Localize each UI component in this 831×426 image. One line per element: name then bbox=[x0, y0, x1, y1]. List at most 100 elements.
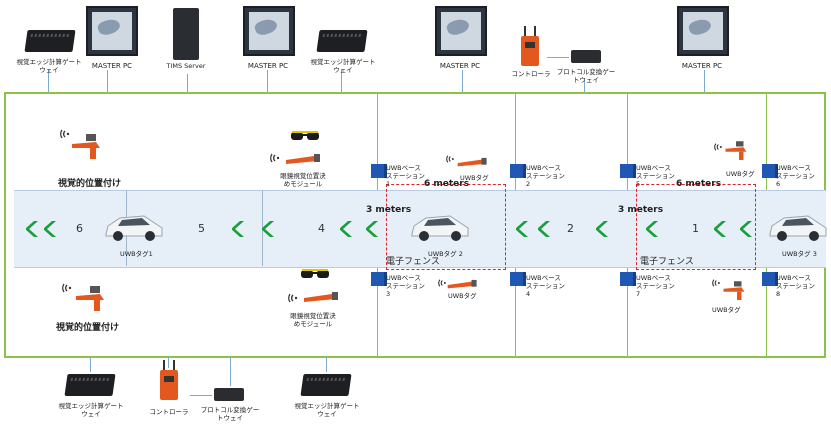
controller-label: コントローラ bbox=[511, 70, 551, 78]
edge-gateway-icon bbox=[24, 30, 76, 52]
connector bbox=[187, 74, 188, 92]
electronic-fence bbox=[386, 184, 506, 270]
wifi-icon bbox=[270, 153, 280, 163]
torque-tool-icon bbox=[447, 279, 477, 289]
connector bbox=[326, 358, 327, 372]
uwb-base-station-icon bbox=[620, 164, 636, 178]
connector bbox=[704, 70, 705, 92]
uwb-tag-label: UWBタグ bbox=[726, 170, 755, 178]
master-pc-icon bbox=[243, 6, 295, 56]
base-station-label: UWBベースステーション 6 bbox=[776, 164, 815, 188]
torque-tool-icon bbox=[76, 286, 104, 311]
edge-gateway-icon bbox=[316, 30, 368, 52]
flow-chevron-icon bbox=[714, 221, 726, 237]
flow-chevron-icon bbox=[26, 221, 38, 237]
edge-gateway-label: 視覚エッジ計算ゲートウェイ bbox=[16, 58, 82, 74]
torque-tool-icon bbox=[286, 154, 320, 164]
protocol-gateway-label: プロトコル変換ゲートウェイ bbox=[200, 406, 260, 422]
controller-label: コントローラ bbox=[149, 408, 189, 416]
distance-label: 3 meters bbox=[618, 205, 664, 215]
distance-label: 6 meters bbox=[676, 179, 722, 189]
connector bbox=[584, 80, 585, 92]
uwb-tag-label: UWBタグ 3 bbox=[782, 250, 817, 258]
distance-label: 3 meters bbox=[366, 205, 412, 215]
wifi-icon bbox=[712, 279, 720, 287]
torque-tool-icon bbox=[725, 141, 747, 160]
connector bbox=[341, 70, 342, 92]
base-station-label: UWBベースステーション 7 bbox=[636, 274, 675, 298]
torque-tool-icon bbox=[72, 134, 100, 159]
protocol-gateway-icon bbox=[214, 388, 244, 401]
uwb-tag-label: UWBタグ bbox=[712, 306, 741, 314]
car-icon bbox=[769, 215, 827, 241]
master-pc-label: MASTER PC bbox=[681, 62, 723, 70]
protocol-gateway-label: プロトコル変換ゲートウェイ bbox=[556, 68, 616, 84]
wifi-icon bbox=[714, 143, 722, 151]
station-number: 2 bbox=[567, 222, 574, 235]
connector bbox=[168, 358, 169, 368]
wifi-icon bbox=[288, 293, 298, 303]
flow-chevron-icon bbox=[44, 221, 56, 237]
uwb-base-station-icon bbox=[620, 272, 636, 286]
wifi-icon bbox=[438, 279, 446, 287]
tms-server-label: TIMS Server bbox=[166, 62, 206, 70]
glasses-module-label: 眼鏡視覚位置決めモジュール bbox=[290, 312, 336, 328]
connector bbox=[230, 358, 231, 386]
car-icon bbox=[411, 215, 469, 241]
torque-tool-icon bbox=[723, 281, 745, 300]
protocol-gateway-icon bbox=[571, 50, 601, 63]
wifi-icon bbox=[60, 129, 70, 139]
fence-label: 電子フェンス bbox=[640, 257, 694, 267]
uwb-base-station-icon bbox=[762, 164, 778, 178]
flow-chevron-icon bbox=[516, 221, 528, 237]
uwb-base-station-icon bbox=[510, 164, 526, 178]
uwb-base-station-icon bbox=[371, 164, 387, 178]
flow-chevron-icon bbox=[538, 221, 550, 237]
wifi-icon bbox=[446, 155, 454, 163]
uwb-tag-label: UWBタグ bbox=[448, 292, 477, 300]
uwb-base-station-icon bbox=[762, 272, 778, 286]
flow-chevron-icon bbox=[366, 221, 378, 237]
station-number: 4 bbox=[318, 222, 325, 235]
connector bbox=[90, 358, 91, 372]
flow-chevron-icon bbox=[740, 221, 752, 237]
station-number: 1 bbox=[692, 222, 699, 235]
fence-label: 電子フェンス bbox=[386, 257, 440, 267]
flow-chevron-icon bbox=[262, 221, 274, 237]
server-tower-icon bbox=[173, 8, 199, 60]
torque-tool-icon bbox=[457, 157, 487, 167]
station-number: 5 bbox=[198, 222, 205, 235]
flow-chevron-icon bbox=[596, 221, 608, 237]
visual-positioning-label: 視覚的位置付け bbox=[58, 179, 122, 189]
controller-icon bbox=[160, 360, 178, 400]
master-pc-icon bbox=[677, 6, 729, 56]
torque-tool-icon bbox=[304, 292, 338, 302]
edge-gateway-label: 視覚エッジ計算ゲートウェイ bbox=[310, 58, 376, 74]
electronic-fence bbox=[636, 184, 756, 270]
connector bbox=[107, 70, 108, 92]
wifi-icon bbox=[62, 283, 72, 293]
controller-icon bbox=[521, 26, 539, 66]
flow-chevron-icon bbox=[646, 221, 658, 237]
connector bbox=[462, 70, 463, 92]
car-icon bbox=[105, 215, 163, 241]
edge-gateway-icon bbox=[64, 374, 116, 396]
glasses-icon bbox=[291, 131, 319, 140]
glasses-icon bbox=[301, 269, 329, 278]
base-station-label: UWBベースステーション 2 bbox=[526, 164, 565, 188]
master-pc-label: MASTER PC bbox=[439, 62, 481, 70]
connector bbox=[48, 70, 49, 92]
base-station-label: UWBベースステーション 1 bbox=[386, 164, 425, 188]
uwb-tag-label: UWBタグ1 bbox=[120, 250, 153, 258]
edge-gateway-icon bbox=[300, 374, 352, 396]
station-number: 6 bbox=[76, 222, 83, 235]
flow-chevron-icon bbox=[340, 221, 352, 237]
master-pc-label: MASTER PC bbox=[247, 62, 289, 70]
base-station-label: UWBベースステーション 5 bbox=[636, 164, 675, 188]
connector bbox=[190, 395, 212, 396]
master-pc-icon bbox=[86, 6, 138, 56]
distance-label: 6 meters bbox=[424, 179, 470, 189]
uwb-tag-label: UWBタグ bbox=[460, 174, 489, 182]
visual-positioning-label: 視覚的位置付け bbox=[56, 323, 120, 333]
base-station-label: UWBベースステーション 4 bbox=[526, 274, 565, 298]
